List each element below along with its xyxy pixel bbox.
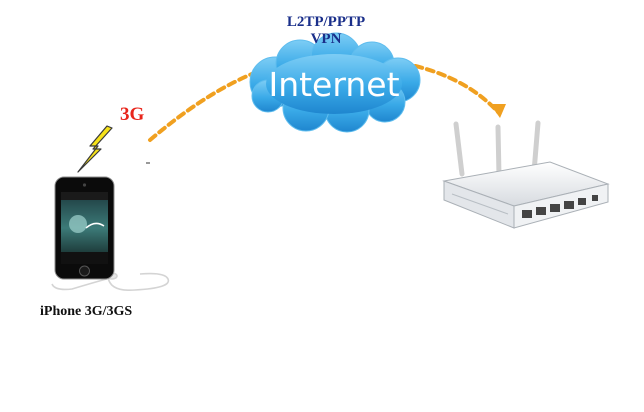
arc-arrowhead — [490, 104, 506, 118]
link-type-label: 3G — [120, 104, 145, 125]
tunnel-type-label: VPN — [310, 31, 342, 47]
internet-label: Internet — [268, 65, 399, 104]
lightning-icon — [77, 125, 113, 173]
cloud-icon — [249, 32, 421, 133]
tunnel-protocol-label: L2TP/PPTP — [286, 14, 366, 30]
device-label: iPhone 3G/3GS — [40, 304, 133, 319]
iphone-icon — [54, 176, 115, 280]
router-icon — [442, 120, 610, 229]
